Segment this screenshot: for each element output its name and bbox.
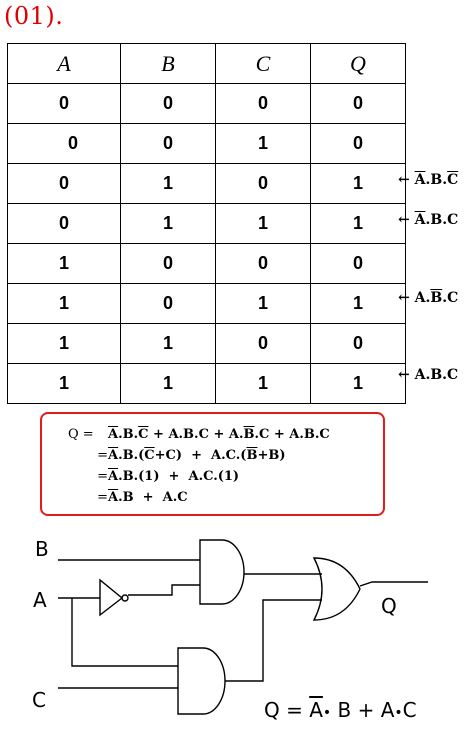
minterm-note-row6: ← A.B.C	[398, 290, 459, 306]
table-row: 1 0 0 0	[7, 243, 406, 284]
expression-line-2: =A.B.(C+C) + A.C.(B+B)	[97, 448, 286, 463]
cell-q: 0	[310, 243, 406, 284]
header-c: C	[215, 43, 311, 84]
cell-c: 0	[215, 323, 311, 364]
cell-q: 0	[310, 123, 406, 164]
not-gate-bubble	[121, 594, 129, 602]
header-b: B	[120, 43, 216, 84]
and-gate-1	[199, 539, 245, 605]
output-formula: Q = A• B + A•C	[264, 698, 417, 722]
input-label-b: B	[35, 537, 49, 561]
wire-output-q	[359, 581, 428, 587]
table-header-row: A B C Q	[7, 43, 406, 84]
table-row: 0 0 1 0	[7, 123, 406, 164]
problem-number: (01).	[4, 2, 64, 30]
cell-q: 1	[310, 363, 406, 404]
or-gate	[312, 557, 361, 621]
table-row: 1 0 1 1	[7, 283, 406, 324]
cell-a: 1	[7, 363, 121, 404]
arrow-icon: ←	[398, 212, 410, 228]
cell-c: 1	[215, 363, 311, 404]
wire-not-out	[128, 584, 200, 596]
cell-a: 1	[7, 323, 121, 364]
cell-c: 1	[215, 283, 311, 324]
cell-c: 0	[215, 83, 311, 124]
logic-circuit	[58, 539, 428, 715]
cell-b: 0	[120, 83, 216, 124]
header-q: Q	[310, 43, 406, 84]
arrow-icon: ←	[398, 367, 410, 383]
expression-line-3: =A.B.(1) + A.C.(1)	[97, 469, 240, 484]
cell-q: 0	[310, 83, 406, 124]
minterm-note-row3: ← A.B.C	[398, 172, 459, 188]
cell-a: 0	[7, 83, 121, 124]
cell-a: 1	[7, 243, 121, 284]
expression-line-4: =A.B + A.C	[97, 490, 188, 505]
cell-b: 1	[120, 163, 216, 204]
output-label-q: Q	[381, 594, 397, 618]
and-gate-2	[177, 647, 226, 715]
cell-b: 0	[120, 243, 216, 284]
table-row: 1 1 0 0	[7, 323, 406, 364]
cell-b: 0	[120, 123, 216, 164]
input-label-c: C	[32, 688, 46, 712]
truth-table: A B C Q 0 0 0 0 0 0 1 0 0 1 0 1 0 1 1 1 …	[7, 43, 406, 404]
table-row: 0 1 1 1	[7, 203, 406, 244]
minterm-note-row4: ← A.B.C	[398, 212, 459, 228]
cell-q: 1	[310, 203, 406, 244]
expression-line-1: Q =A.B.C + A.B.C + A.B.C + A.B.C	[68, 427, 330, 442]
cell-b: 1	[120, 203, 216, 244]
cell-a: 0	[7, 123, 121, 164]
header-a: A	[7, 43, 121, 84]
input-label-a: A	[33, 588, 47, 612]
table-row: 1 1 1 1	[7, 363, 406, 404]
table-row: 0 1 0 1	[7, 163, 406, 204]
cell-c: 0	[215, 163, 311, 204]
cell-c: 1	[215, 203, 311, 244]
minterm-note-row8: ← A.B.C	[398, 367, 459, 383]
cell-a: 1	[7, 283, 121, 324]
wire-a-branch	[71, 598, 178, 667]
cell-c: 1	[215, 123, 311, 164]
table-row: 0 0 0 0	[7, 83, 406, 124]
simplification-box: Q =A.B.C + A.B.C + A.B.C + A.B.C =A.B.(C…	[40, 412, 385, 516]
arrow-icon: ←	[398, 172, 410, 188]
cell-b: 1	[120, 363, 216, 404]
cell-q: 0	[310, 323, 406, 364]
cell-a: 0	[7, 163, 121, 204]
cell-a: 0	[7, 203, 121, 244]
cell-c: 0	[215, 243, 311, 284]
arrow-icon: ←	[398, 290, 410, 306]
cell-b: 0	[120, 283, 216, 324]
not-gate	[99, 578, 124, 617]
cell-b: 1	[120, 323, 216, 364]
cell-q: 1	[310, 163, 406, 204]
cell-q: 1	[310, 283, 406, 324]
wire-and2-out	[225, 599, 322, 682]
